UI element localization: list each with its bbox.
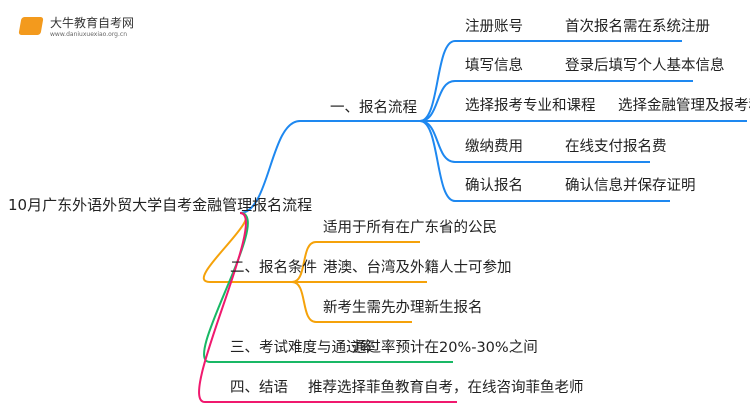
step-label: 填写信息 (465, 58, 523, 74)
step-label: 缴纳费用 (465, 139, 523, 155)
sub-lines-1 (419, 40, 747, 202)
logo-name: 大牛教育自考网 (50, 16, 135, 30)
branch-line-1 (239, 120, 420, 214)
logo-url: www.daniuxuexiao.org.cn (50, 31, 127, 38)
branch-1-label: 一、报名流程 (330, 100, 417, 116)
branch-3-value: 通过率预计在20%-30%之间 (352, 340, 538, 356)
branch-4-label: 四、结语 (230, 380, 288, 396)
root-topic: 10月广东外语外贸大学自考金融管理报名流程 (8, 196, 313, 214)
step-label: 确认报名 (465, 178, 523, 194)
step-value: 确认信息并保存证明 (565, 178, 696, 194)
step-value: 选择金融管理及报考科目 (618, 98, 750, 114)
logo: 大牛教育自考网 www.daniuxuexiao.org.cn (18, 14, 135, 38)
branch-2-label: 二、报名条件 (230, 260, 317, 276)
condition-item: 新考生需先办理新生报名 (323, 300, 483, 316)
step-value: 登录后填写个人基本信息 (565, 58, 725, 74)
condition-item: 港澳、台湾及外籍人士可参加 (323, 260, 512, 276)
step-label: 注册账号 (465, 19, 523, 35)
step-value: 首次报名需在系统注册 (565, 19, 710, 35)
condition-item: 适用于所有在广东省的公民 (323, 220, 497, 236)
branch-4-value: 推荐选择菲鱼教育自考，在线咨询菲鱼老师 (308, 380, 584, 396)
branch-3-label: 三、考试难度与通过率 (230, 340, 375, 356)
sub-lines-2 (291, 241, 427, 323)
step-value: 在线支付报名费 (565, 139, 667, 155)
branch-line-4 (198, 212, 457, 403)
step-label: 选择报考专业和课程 (465, 98, 596, 114)
